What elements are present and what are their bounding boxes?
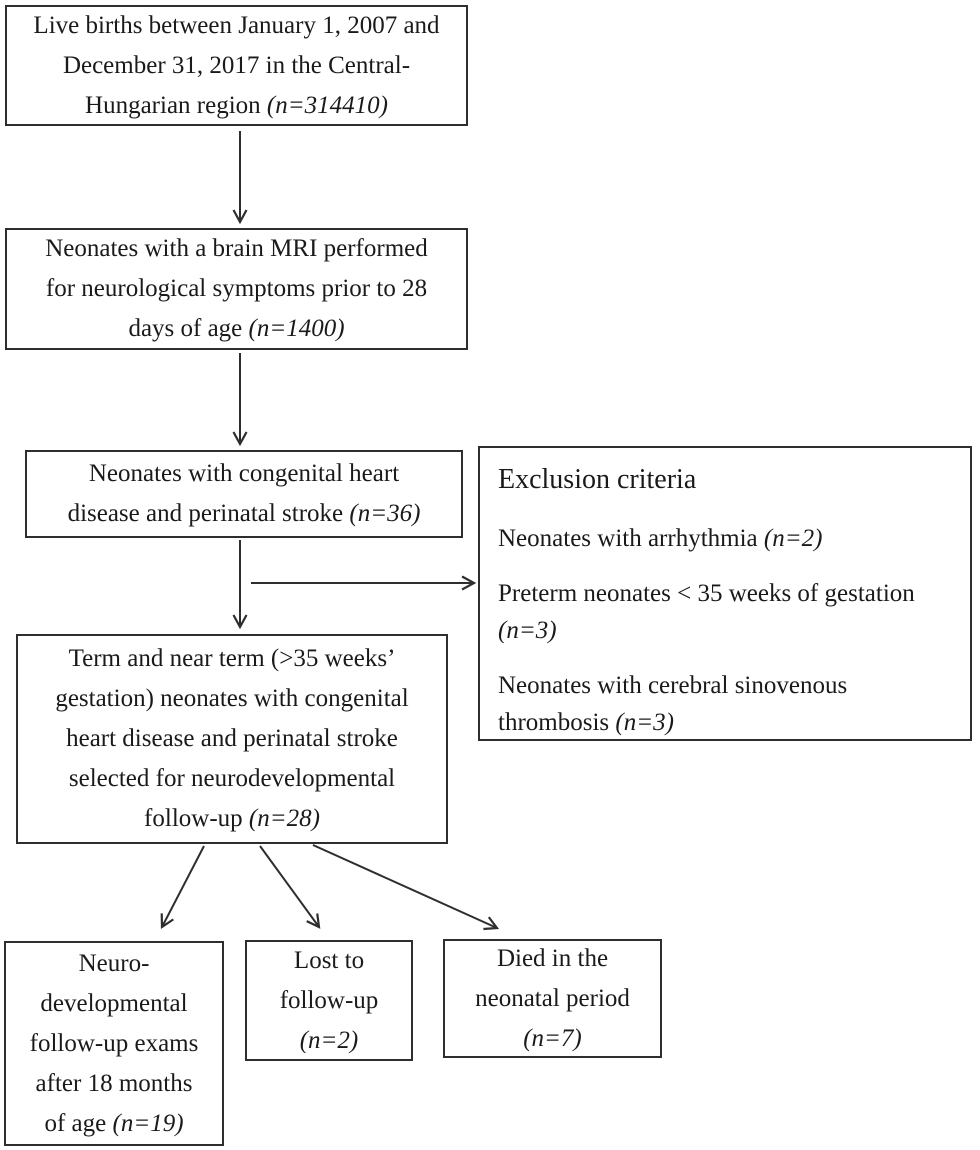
- text-line: Neuro-: [78, 949, 150, 977]
- box-died-neonatal-period: Died in the neonatal period (n=7): [443, 939, 662, 1058]
- text-line: heart disease and perinatal stroke: [66, 725, 398, 752]
- text-line: December 31, 2017 in the Central-: [62, 51, 411, 79]
- exclusion-heading: Exclusion criteria: [498, 464, 697, 495]
- text-line: for neurological symptoms prior to 28: [45, 275, 428, 302]
- box-lost-to-followup: Lost to follow-up (n=2): [245, 940, 413, 1061]
- exclusion-item-arrhythmia: Neonates with arrhythmia (n=2): [498, 520, 954, 557]
- arrow-term-to-died-neonatal: [312, 844, 500, 931]
- exclusion-item-sinovenous-thrombosis: Neonates with cerebral sinovenous thrombo…: [498, 667, 954, 741]
- text-line: days of age (n=1400): [128, 315, 345, 342]
- exclusion-item-preterm: Preterm neonates < 35 weeks of gestation…: [498, 575, 954, 649]
- box-term-selected-followup: Term and near term (>35 weeks’ gestation)…: [16, 634, 448, 844]
- arrow-term-to-lost-followup: [259, 845, 321, 929]
- text-line: gestation) neonates with congenital: [55, 685, 409, 712]
- text-line: follow-up: [279, 986, 379, 1014]
- text-line: Hungarian region (n=314410): [85, 91, 388, 119]
- text-line: Neonates with congenital heart: [88, 460, 400, 487]
- text-line: developmental: [40, 989, 188, 1017]
- text-line: selected for neurodevelopmental: [68, 765, 396, 792]
- text-line: Neonates with a brain MRI performed: [45, 235, 428, 262]
- box-neurodevelopmental-exams: Neuro-developmental follow-up exams after …: [4, 941, 224, 1146]
- box-chd-perinatal-stroke: Neonates with congenital heart disease an…: [25, 450, 463, 538]
- text-line: (n=7): [523, 1024, 582, 1052]
- text-line: disease and perinatal stroke (n=36): [67, 500, 421, 527]
- text-line: Died in the: [496, 944, 609, 972]
- box-brain-mri: Neonates with a brain MRI performed for n…: [5, 228, 468, 350]
- text-line: Live births between January 1, 2007 and: [33, 11, 440, 39]
- text-line: neonatal period: [475, 984, 630, 1012]
- arrow-term-to-followup-exams: [160, 845, 205, 930]
- text-line: Term and near term (>35 weeks’: [68, 645, 396, 672]
- text-line: (n=2): [299, 1026, 359, 1054]
- text-line: Neonates with cerebral sinovenous: [498, 672, 848, 699]
- text-line: of age (n=19): [44, 1109, 184, 1137]
- text-line: Preterm neonates < 35 weeks of gestation: [498, 580, 915, 607]
- text-line: follow-up exams: [29, 1029, 199, 1057]
- text-line: (n=3): [498, 617, 557, 644]
- text-line: Neonates with arrhythmia (n=2): [498, 525, 823, 552]
- text-line: after 18 months: [35, 1069, 193, 1097]
- text-line: thrombosis (n=3): [498, 709, 674, 736]
- box-exclusion-criteria: Exclusion criteria Neonates with arrhyth…: [478, 446, 972, 741]
- text-line: Lost to: [293, 946, 365, 974]
- text-line: follow-up (n=28): [144, 805, 320, 832]
